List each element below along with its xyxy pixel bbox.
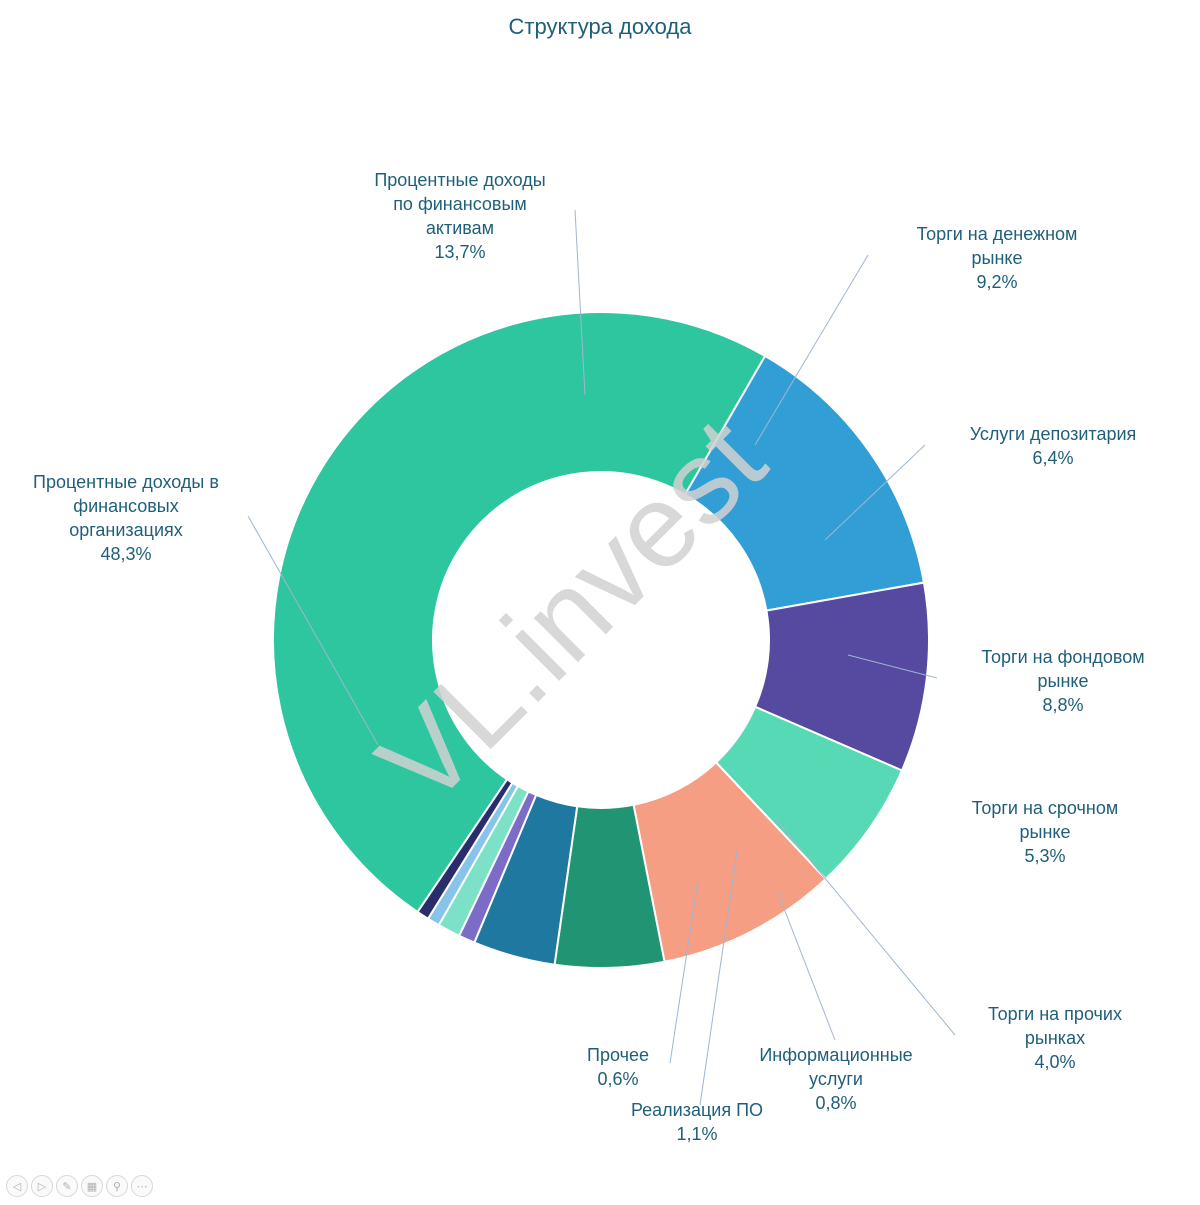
donut-slice-10 <box>272 311 767 914</box>
slice-label-4: Торги на срочном рынке 5,3% <box>972 798 1119 866</box>
slice-label-line-0-0: Процентные доходы <box>374 170 545 190</box>
leader-line-8 <box>669 879 699 1064</box>
slice-label-line-1-0: Торги на денежном <box>917 224 1078 244</box>
slice-label-6: Информационные услуги 0,8% <box>759 1045 912 1113</box>
slices <box>272 311 930 969</box>
presentation-toolbar: ◁▷✎▦⚲⋯ <box>6 1175 153 1197</box>
slice-label-line-6-0: Информационные <box>759 1045 912 1065</box>
slice-value-0: 13,7% <box>434 242 485 262</box>
leader-line-7 <box>699 844 739 1106</box>
leader-line-10 <box>247 515 379 746</box>
slice-label-line-10-1: финансовых <box>73 496 178 516</box>
slice-value-7: 1,1% <box>676 1124 717 1144</box>
leader-line-3 <box>847 654 938 679</box>
leader-line-1 <box>754 254 869 446</box>
slice-label-line-7-0: Реализация ПО <box>631 1100 763 1120</box>
slice-label-line-1-1: рынке <box>972 248 1023 268</box>
slice-label-1: Торги на денежном рынке 9,2% <box>917 224 1078 292</box>
slice-label-line-5-0: Торги на прочих <box>988 1004 1122 1024</box>
slice-label-7: Реализация ПО 1,1% <box>631 1100 763 1144</box>
prev-slide-button[interactable]: ◁ <box>6 1175 28 1197</box>
slice-label-line-4-0: Торги на срочном <box>972 798 1119 818</box>
slice-label-2: Услуги депозитария 6,4% <box>970 424 1137 468</box>
slice-label-line-10-2: организациях <box>69 520 183 540</box>
slides-view-button[interactable]: ▦ <box>81 1175 103 1197</box>
slice-label-line-6-1: услуги <box>809 1069 863 1089</box>
leader-line-0 <box>574 209 586 396</box>
slice-label-line-10-0: Процентные доходы в <box>33 472 219 492</box>
slice-label-line-3-0: Торги на фондовом <box>981 647 1144 667</box>
slice-value-3: 8,8% <box>1042 695 1083 715</box>
slice-value-4: 5,3% <box>1024 846 1065 866</box>
slice-labels: Процентные доходы по финансовым активам 13,… <box>33 170 1145 1144</box>
slice-label-line-3-1: рынке <box>1038 671 1089 691</box>
donut-slice-0 <box>683 354 926 612</box>
slice-label-line-2-0: Услуги депозитария <box>970 424 1137 444</box>
slice-value-1: 9,2% <box>976 272 1017 292</box>
slice-value-2: 6,4% <box>1032 448 1073 468</box>
slice-value-10: 48,3% <box>100 544 151 564</box>
chart-title: Структура дохода <box>509 14 693 39</box>
leader-line-5 <box>774 817 956 1036</box>
more-options-button[interactable]: ⋯ <box>131 1175 153 1197</box>
leader-line-2 <box>824 444 926 541</box>
leader-lines <box>247 209 956 1106</box>
next-slide-button[interactable]: ▷ <box>31 1175 53 1197</box>
slice-label-5: Торги на прочих рынках 4,0% <box>988 1004 1122 1072</box>
leader-line-6 <box>777 892 836 1041</box>
slice-label-line-0-1: по финансовым <box>393 194 527 214</box>
slice-value-5: 4,0% <box>1034 1052 1075 1072</box>
slice-label-0: Процентные доходы по финансовым активам 13,… <box>374 170 545 262</box>
slice-label-8: Прочее 0,6% <box>587 1045 649 1089</box>
slice-value-8: 0,6% <box>597 1069 638 1089</box>
slice-label-3: Торги на фондовом рынке 8,8% <box>981 647 1144 715</box>
slice-label-line-8-0: Прочее <box>587 1045 649 1065</box>
slice-label-10: Процентные доходы в финансовых организация… <box>33 472 219 564</box>
slice-label-line-0-2: активам <box>426 218 494 238</box>
slice-label-line-5-1: рынках <box>1025 1028 1085 1048</box>
slice-value-6: 0,8% <box>815 1093 856 1113</box>
zoom-button[interactable]: ⚲ <box>106 1175 128 1197</box>
pen-tool-button[interactable]: ✎ <box>56 1175 78 1197</box>
slice-label-line-4-1: рынке <box>1020 822 1071 842</box>
